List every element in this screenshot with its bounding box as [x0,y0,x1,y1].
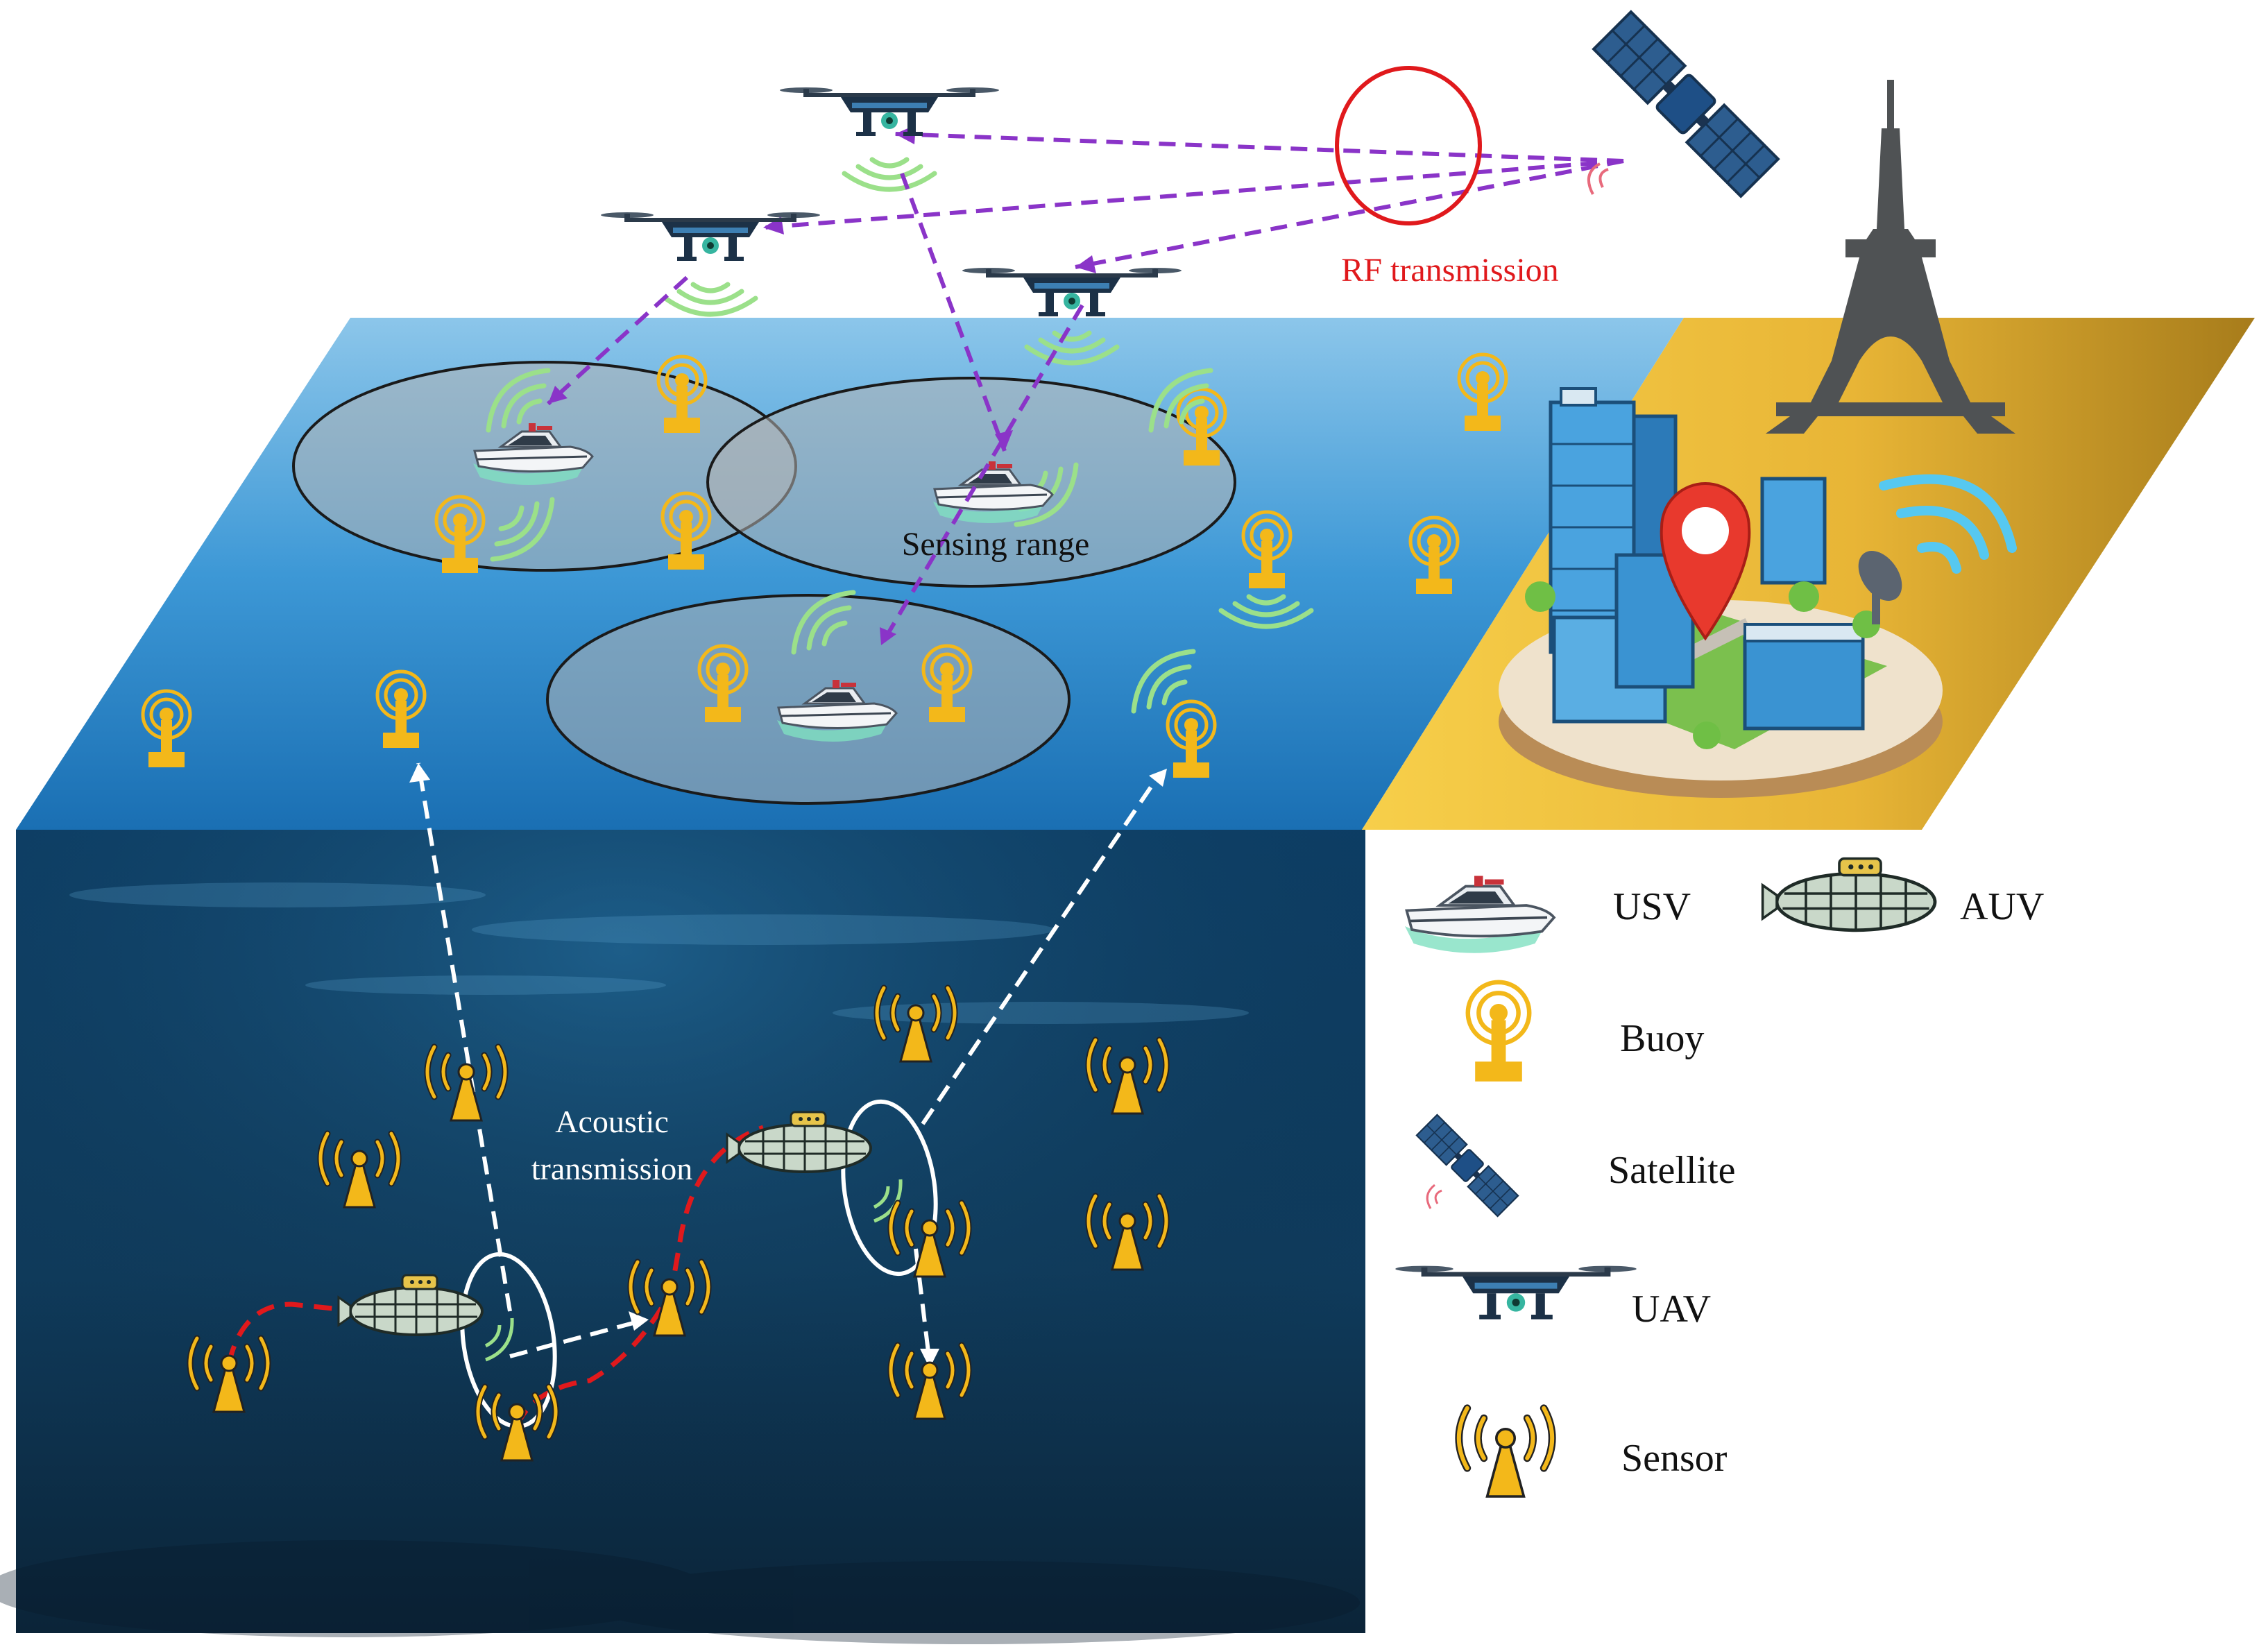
legend-uav-label: UAV [1632,1288,1711,1331]
legend-satellite-label: Satellite [1608,1149,1736,1192]
satellite-icon [1415,1113,1519,1218]
sensing-range-label: Sensing range [902,526,1090,563]
acoustic-label-line1: Acoustic [555,1104,669,1139]
legend: USV AUV Buoy Satellite UAV Sensor [1395,859,2044,1496]
satellite-dish-icon [1858,550,1902,624]
sensing-range-3 [546,594,1071,805]
legend-buoy-label: Buoy [1620,1017,1704,1060]
rf-transmission-label: RF transmission [1341,252,1558,289]
drone-icon [962,268,1182,316]
boat-icon [1404,874,1555,955]
radio-tower-icon [1766,80,2015,434]
drone-icon [1395,1265,1637,1320]
sensor-tower-icon [1459,1408,1552,1496]
satellite-icon [1592,10,1780,198]
location-pin-icon [1660,482,1751,641]
legend-usv-label: USV [1613,885,1691,928]
acoustic-highlight-2 [841,1099,938,1277]
smart-city-icon [1499,387,2017,798]
acoustic-label-line2: transmission [531,1151,693,1186]
buoy-icon [1468,982,1529,1082]
legend-sensor-label: Sensor [1621,1437,1728,1480]
submarine-icon [1763,859,1935,930]
drone-icon [780,87,999,136]
acoustic-links [416,762,1161,1364]
auv-paths [226,1125,765,1427]
legend-auv-label: AUV [1960,885,2044,928]
rf-highlight-circle [1335,66,1482,225]
rf-links [546,132,1624,647]
drone-icon [601,212,820,261]
